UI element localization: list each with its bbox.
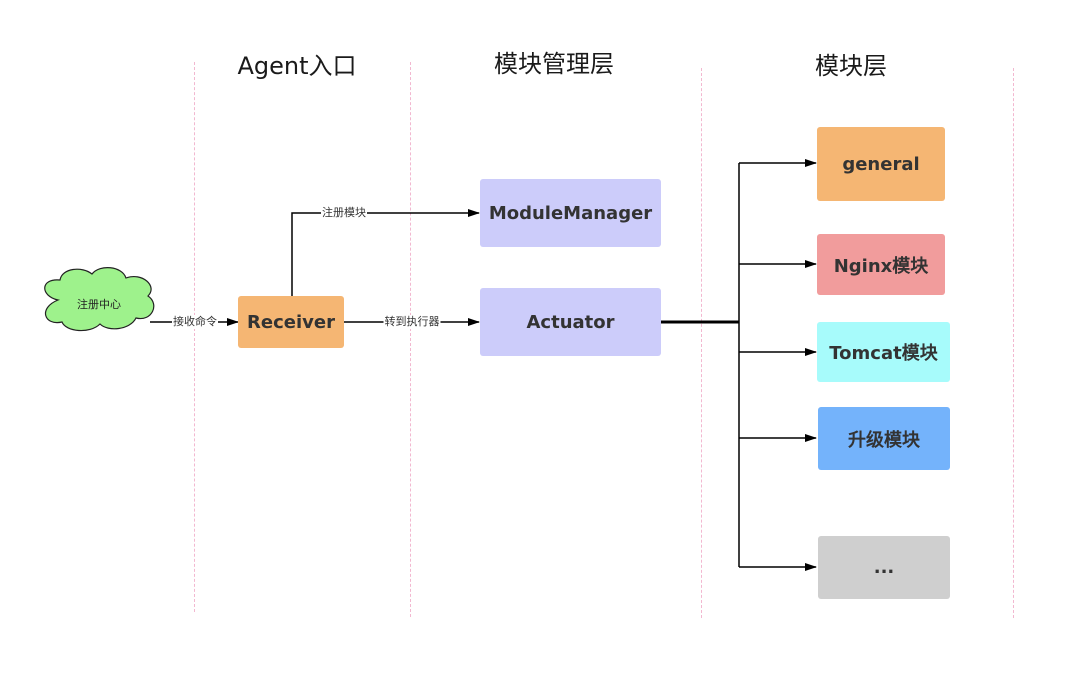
lane-divider-3 (701, 68, 702, 618)
nginx-module-label: Nginx模块 (833, 255, 929, 277)
lane-divider-1 (194, 62, 195, 612)
receiver-label: Receiver (247, 311, 335, 333)
lane-divider-4 (1013, 68, 1014, 618)
actuator-label: Actuator (526, 311, 615, 333)
edge-label-receive-command: 接收命令 (172, 315, 218, 329)
registry-cloud-shape (44, 267, 155, 332)
more-modules-label: ... (873, 557, 895, 578)
upgrade-module-label: 升级模块 (848, 429, 920, 451)
lane-divider-2 (410, 62, 411, 617)
lane-title-module-layer: 模块层 (815, 52, 887, 80)
tomcat-module-label: Tomcat模块 (829, 343, 938, 364)
lane-title-module-management: 模块管理层 (494, 50, 614, 78)
actuator-box: Actuator (480, 288, 661, 356)
tomcat-module-box: Tomcat模块 (817, 322, 950, 382)
receiver-box: Receiver (238, 296, 344, 348)
nginx-module-box: Nginx模块 (817, 234, 945, 295)
general-module-box: general (817, 127, 945, 201)
more-modules-box: ... (818, 536, 950, 599)
upgrade-module-box: 升级模块 (818, 407, 950, 470)
general-module-label: general (842, 153, 920, 175)
module-manager-box: ModuleManager (480, 179, 661, 247)
registry-label: 注册中心 (77, 298, 121, 311)
module-manager-label: ModuleManager (488, 202, 653, 224)
edge-label-forward-to-executor: 转到执行器 (383, 315, 441, 329)
edge-register-module (291, 209, 480, 296)
lane-title-agent-entry: Agent入口 (237, 52, 357, 80)
edge-label-register-module: 注册模块 (321, 206, 367, 220)
